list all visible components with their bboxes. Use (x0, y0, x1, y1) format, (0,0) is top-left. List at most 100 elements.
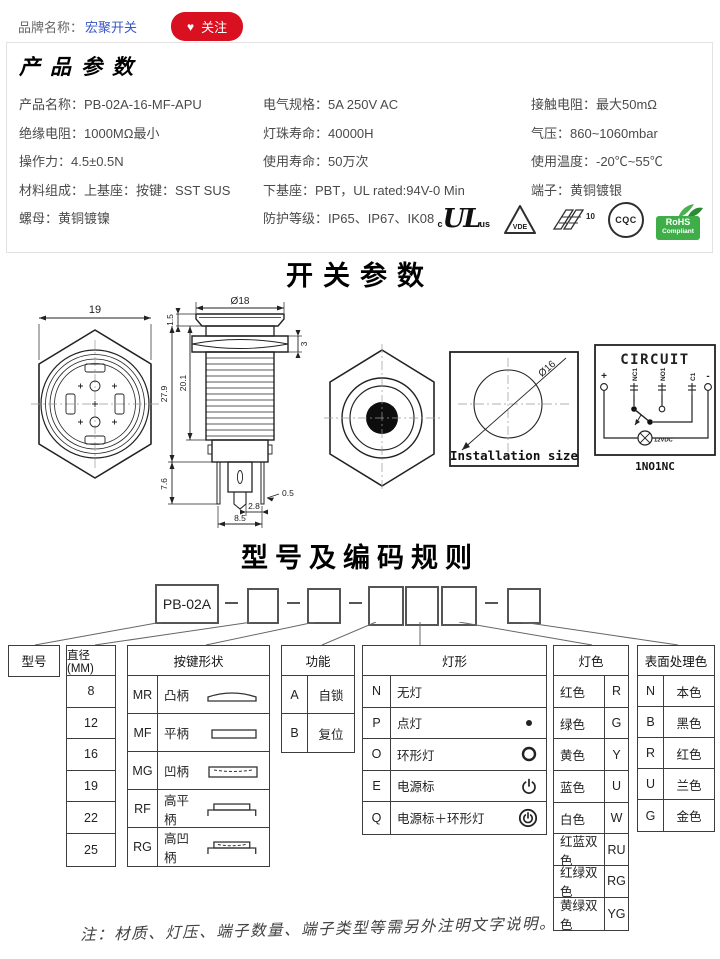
diameter-value: 8 (87, 684, 95, 699)
column-model: 型号 (8, 645, 60, 677)
lamp-color-label: 黄色 (560, 749, 586, 764)
tall-flat-button-icon (207, 802, 257, 816)
terminal-minus-label: - (706, 371, 709, 382)
circuit-diagram: CIRCUIT + NC1 NO1 C1 - (594, 344, 716, 473)
dim-pin-length: 7.6 (159, 478, 169, 490)
shape-label: 平柄 (164, 727, 190, 741)
shape-label: 高凹柄 (164, 832, 190, 865)
column-diameter-header: 直径(MM) (67, 646, 115, 676)
shape-code: RG (128, 828, 158, 866)
technical-drawings: 19 Ø18 1.5 (31, 296, 716, 528)
product-params-section: 产品参数 产品名称：PB-02A-16-MF-APU 绝缘电阻：1000MΩ最小… (6, 42, 713, 253)
param-air-pressure: 气压：860~1060mbar (531, 125, 658, 141)
param-insulation-resistance: 绝缘电阻：1000MΩ最小 (19, 125, 160, 141)
lamp-type-label: 电源标 (397, 780, 435, 795)
column-lamp-color: 灯色 红色 R 绿色 G 黄色 Y 蓝色 U 白色 W 红蓝双色 RU 红绿双色… (553, 645, 629, 932)
column-function: 功能 A 自锁 B 复位 (281, 645, 355, 753)
lamp-color-label: 黄绿双色 (560, 898, 598, 932)
lamp-type-label: 电源标＋环形灯 (397, 812, 485, 827)
param-operating-force: 操作力：4.5±0.5N (19, 154, 124, 170)
surface-label: 红色 (676, 747, 702, 762)
param-operating-temp: 使用温度：-20℃~55℃ (531, 154, 663, 170)
param-nut: 螺母：黄铜镀镍 (19, 211, 111, 227)
dim-pin-width: 0.5 (282, 488, 294, 498)
column-surface-color: 表面处理色 N 本色 B 黑色 R 红色 U 兰色 G 金色 (637, 645, 715, 832)
code-box-lamp-color (441, 586, 477, 626)
dim-pin-pitch: 2.8 (248, 501, 260, 511)
function-label: 自锁 (318, 689, 344, 703)
column-surface-color-header: 表面处理色 (638, 646, 714, 676)
handwritten-note: 注：材质、灯压、端子数量、端子类型等需另外注明文字说明。 (79, 914, 557, 945)
dim-hole-diameter: Ø16 (537, 358, 559, 379)
terminal-nc1-label: NC1 (632, 368, 639, 381)
terminal-c1-label: C1 (690, 372, 697, 381)
param-service-life: 使用寿命：50万次 (263, 154, 369, 170)
installation-size-drawing: Ø16 Installation size (449, 351, 579, 467)
svg-text:10: 10 (586, 212, 595, 221)
surface-code: G (638, 800, 664, 831)
surface-label: 黑色 (676, 716, 702, 731)
diameter-value: 19 (84, 779, 98, 794)
column-diameter: 直径(MM) 8 12 16 19 22 25 (66, 645, 116, 867)
code-box-shape (307, 588, 341, 624)
shape-label: 高平柄 (164, 793, 190, 827)
heart-icon: ♥ (187, 19, 195, 34)
dim-base-width: 8.5 (234, 513, 246, 523)
dim-total-height: 27.9 (159, 385, 169, 402)
brand-name-link[interactable]: 宏聚开关 (85, 20, 138, 35)
lamp-color-label: 蓝色 (560, 780, 586, 795)
shape-code: MG (128, 752, 158, 789)
terminal-plus-label: + (601, 371, 607, 382)
follow-button[interactable]: ♥ 关注 (171, 12, 244, 41)
dash-separator (287, 602, 300, 604)
power-symbol-icon (522, 778, 536, 794)
column-shape-header: 按键形状 (128, 646, 269, 676)
function-label: 复位 (318, 727, 344, 742)
surface-code: R (638, 738, 664, 768)
params-column-3: 接触电阻：最大50mΩ 气压：860~1060mbar 使用温度：-20℃~55… (531, 91, 711, 205)
brand-label: 品牌名称： (18, 20, 84, 35)
installation-size-caption: Installation size (450, 448, 578, 463)
diameter-value: 25 (84, 842, 98, 857)
column-lamp-color-header: 灯色 (554, 646, 628, 676)
column-function-header: 功能 (282, 646, 354, 676)
ek-certification-icon: 10 (552, 209, 595, 230)
dash-separator (349, 602, 362, 604)
lamp-color-code: U (604, 771, 628, 802)
dim-hex-width: 19 (89, 304, 101, 316)
coding-connector-lines (34, 622, 679, 645)
vde-certification-icon: VDE (504, 205, 536, 234)
power-ring-icon (518, 808, 538, 827)
bottom-view-drawing: 19 (31, 304, 159, 479)
param-led-life: 灯珠寿命：40000H (263, 125, 374, 141)
dash-separator (485, 602, 498, 604)
rohs-certification-icon: RoHS Compliant (656, 200, 704, 240)
shape-code: MF (128, 714, 158, 751)
lamp-voltage-label: 12VDC (654, 438, 674, 444)
shape-label: 凸柄 (164, 689, 190, 703)
lamp-color-label: 白色 (560, 812, 586, 827)
params-column-2: 电气规格：5A 250V AC 灯珠寿命：40000H 使用寿命：50万次 下基… (263, 91, 513, 234)
tall-concave-button-icon (207, 841, 257, 854)
function-code: B (282, 714, 308, 752)
shape-code: MR (128, 676, 158, 713)
param-contact-resistance: 接触电阻：最大50mΩ (531, 97, 658, 112)
side-view-drawing: Ø18 1.5 3 (159, 296, 309, 528)
diameter-value: 22 (84, 810, 98, 825)
lamp-color-code: RU (604, 834, 628, 866)
function-code: A (282, 676, 308, 713)
surface-code: N (638, 676, 664, 706)
dim-nut-height: 3 (299, 341, 309, 346)
param-electrical-rating: 电气规格：5A 250V AC (263, 97, 399, 112)
lamp-color-code: RG (604, 866, 628, 897)
dome-button-icon (207, 691, 257, 702)
lamp-color-code: W (604, 802, 628, 834)
code-box-function (368, 586, 404, 626)
param-protection-rating: 防护等级：IP65、IP67、IK08 (263, 211, 435, 227)
dot-lamp-icon (526, 719, 532, 726)
params-column-1: 产品名称：PB-02A-16-MF-APU 绝缘电阻：1000MΩ最小 操作力：… (19, 91, 261, 234)
code-box-lamp-type (405, 586, 439, 626)
lamp-type-label: 点灯 (397, 717, 423, 732)
